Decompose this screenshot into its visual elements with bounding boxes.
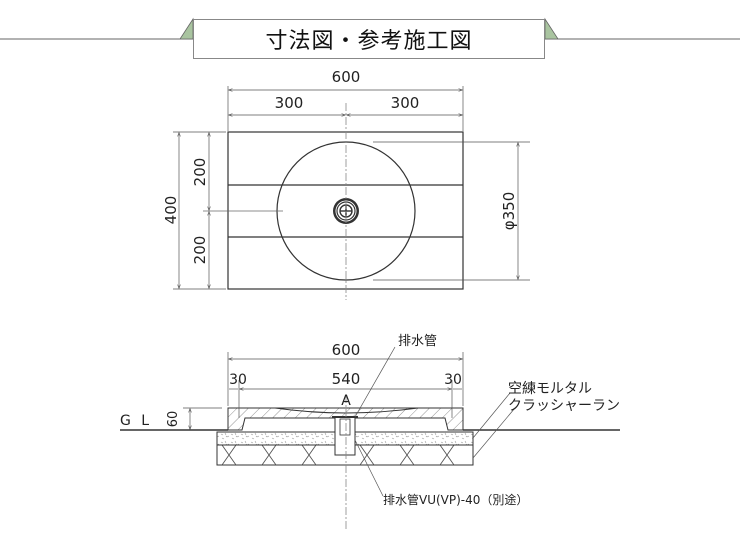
section-view [120, 346, 620, 530]
section-height: 60 [166, 411, 181, 428]
plan-dimension-labels: 600 300 300 400 200 200 φ350 [162, 68, 518, 264]
ground-level-label: G L [120, 413, 152, 429]
plan-width-right: 300 [391, 94, 420, 112]
drain-label: 排水管 [398, 334, 437, 349]
page-title: 寸法図・参考施工図 [265, 29, 473, 54]
section-width-inner: 540 [332, 370, 361, 388]
plan-width-total: 600 [332, 68, 361, 86]
crusher-run-label: クラッシャーラン [508, 398, 620, 414]
plan-diameter: φ350 [500, 192, 518, 231]
section-labels: 600 30 540 30 A G L 60 排水管 空練モルタル クラッシャー… [120, 334, 620, 507]
section-width-total: 600 [332, 341, 361, 359]
section-width-left-rim: 30 [229, 372, 247, 388]
title-banner: 寸法図・参考施工図 [193, 19, 545, 59]
plan-width-left: 300 [275, 94, 304, 112]
plan-height-total: 400 [162, 196, 180, 225]
plan-height-top: 200 [191, 158, 209, 187]
plan-height-bottom: 200 [191, 236, 209, 265]
drain-pipe-label: 排水管VU(VP)-40（別途） [383, 492, 528, 507]
point-label-a: A [341, 393, 351, 409]
basin-section [227, 407, 464, 431]
plan-view [173, 86, 530, 300]
section-width-right-rim: 30 [444, 372, 462, 388]
mortar-label: 空練モルタル [508, 381, 592, 397]
basin-outline [227, 131, 464, 290]
title-banner-decoration [0, 17, 740, 40]
